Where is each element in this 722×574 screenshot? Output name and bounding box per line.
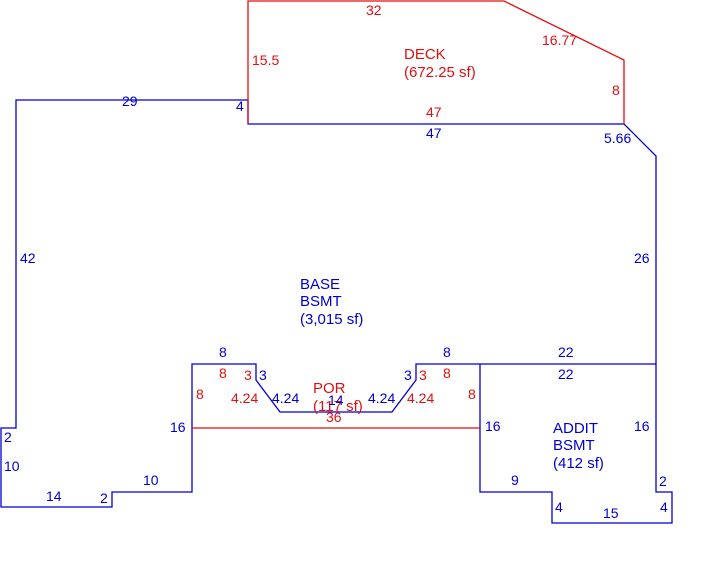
dim-label: 36 (326, 409, 342, 425)
dim-label: 8 (612, 82, 620, 98)
deck-area-size: (672.25 sf) (404, 64, 476, 81)
dim-label: 2 (659, 473, 667, 489)
dim-label: 10 (4, 458, 20, 474)
dim-label: 8 (196, 386, 204, 402)
dim-label: 14 (328, 392, 344, 408)
dim-label: 16 (170, 419, 186, 435)
dim-label: 4 (660, 499, 668, 515)
dim-label: 42 (20, 250, 36, 266)
addit-area-line1: ADDIT (553, 420, 598, 437)
dim-label: 8 (443, 344, 451, 360)
dim-label: 15 (603, 505, 619, 521)
deck-area-name: DECK (404, 46, 446, 63)
dim-label: 8 (468, 386, 476, 402)
dim-label: 4.24 (231, 390, 258, 406)
dim-label: 8 (219, 365, 227, 381)
dim-label: 22 (558, 366, 574, 382)
por-area-name: POR (313, 380, 346, 397)
dim-label: 3 (404, 367, 412, 383)
dim-label: 32 (366, 2, 382, 18)
dim-label: 10 (143, 472, 159, 488)
dim-label: 8 (443, 365, 451, 381)
dim-label: 16.77 (542, 32, 577, 48)
dim-label: 22 (558, 344, 574, 360)
base-area-size: (3,015 sf) (300, 311, 363, 328)
base-outline (0, 99, 673, 524)
dim-label: 8 (219, 344, 227, 360)
dim-label: 3 (259, 367, 267, 383)
deck-outline (247, 0, 625, 124)
dim-label: 9 (511, 472, 519, 488)
dim-label: 16 (634, 418, 650, 434)
dim-label: 4 (236, 98, 244, 114)
base-area-line1: BASE (300, 276, 340, 293)
dim-label: 16 (485, 418, 501, 434)
dim-label: 4.24 (272, 390, 299, 406)
dim-label: 47 (426, 125, 442, 141)
addit-area-line2: BSMT (553, 437, 595, 454)
dim-label: 4.24 (407, 390, 434, 406)
dim-label: 29 (122, 93, 138, 109)
dim-label: 3 (244, 367, 252, 383)
dim-label: 3 (419, 367, 427, 383)
dim-label: 4.24 (368, 390, 395, 406)
base-area-line2: BSMT (300, 293, 342, 310)
dim-label: 5.66 (604, 130, 631, 146)
dim-label: 14 (46, 488, 62, 504)
por-area-size: (117 sf) (313, 398, 363, 415)
dim-label: 2 (100, 490, 108, 506)
dim-label: 47 (426, 104, 442, 120)
dim-label: 26 (634, 250, 650, 266)
dim-label: 4 (555, 499, 563, 515)
dim-label: 2 (4, 429, 12, 445)
addit-area-size: (412 sf) (553, 455, 604, 472)
dim-label: 15.5 (252, 52, 279, 68)
